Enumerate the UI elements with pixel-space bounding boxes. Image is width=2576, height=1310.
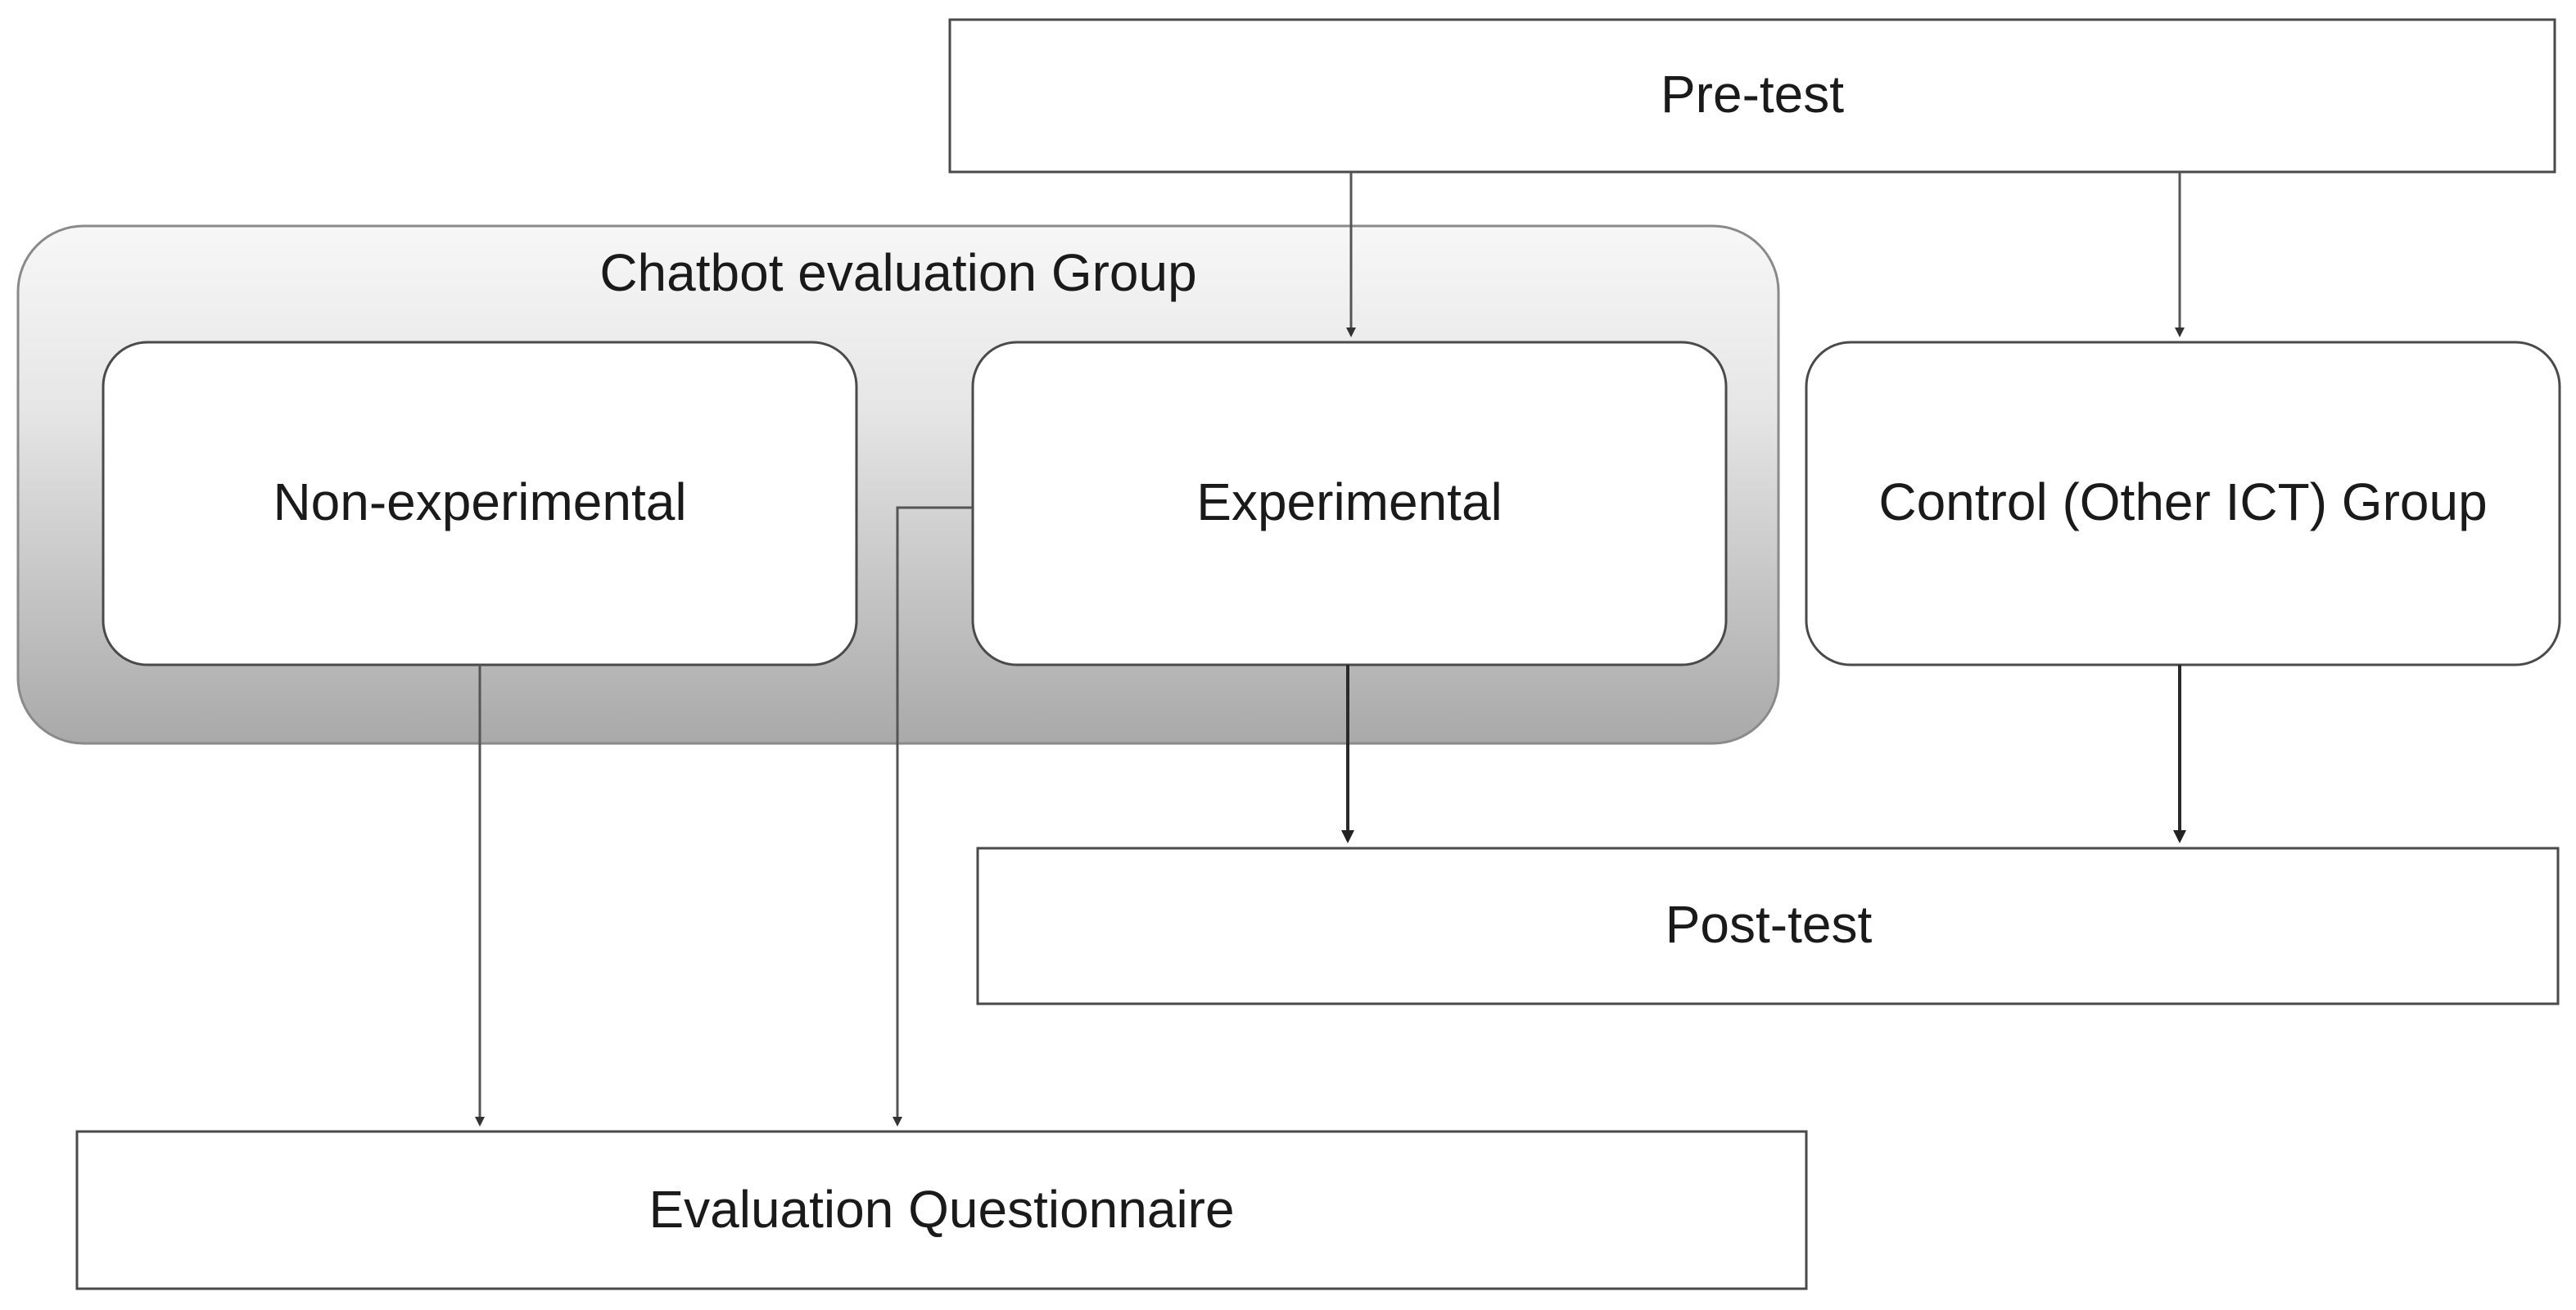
connectors [475, 172, 2186, 1127]
node-nonexp-label: Non-experimental [273, 472, 686, 531]
node-pretest-label: Pre-test [1661, 65, 1844, 124]
node-questionnaire: Evaluation Questionnaire [75, 1130, 1808, 1290]
node-exp: Experimental [971, 341, 1728, 666]
node-pretest: Pre-test [948, 18, 2556, 174]
node-posttest-label: Post-test [1665, 895, 1873, 954]
edge-exp-to-questionnaire [893, 506, 973, 1127]
group-label: Chatbot evaluation Group [599, 243, 1196, 302]
node-questionnaire-box [75, 1130, 1808, 1290]
node-questionnaire-label: Evaluation Questionnaire [649, 1180, 1234, 1239]
node-nonexp: Non-experimental [102, 341, 858, 666]
node-control-label: Control (Other ICT) Group [1878, 472, 2487, 531]
node-pretest-box [948, 18, 2556, 174]
node-control-box [1805, 341, 2561, 666]
node-exp-label: Experimental [1196, 472, 1503, 531]
node-posttest-box [976, 847, 2560, 1005]
node-control: Control (Other ICT) Group [1805, 341, 2561, 666]
node-posttest: Post-test [976, 847, 2560, 1005]
